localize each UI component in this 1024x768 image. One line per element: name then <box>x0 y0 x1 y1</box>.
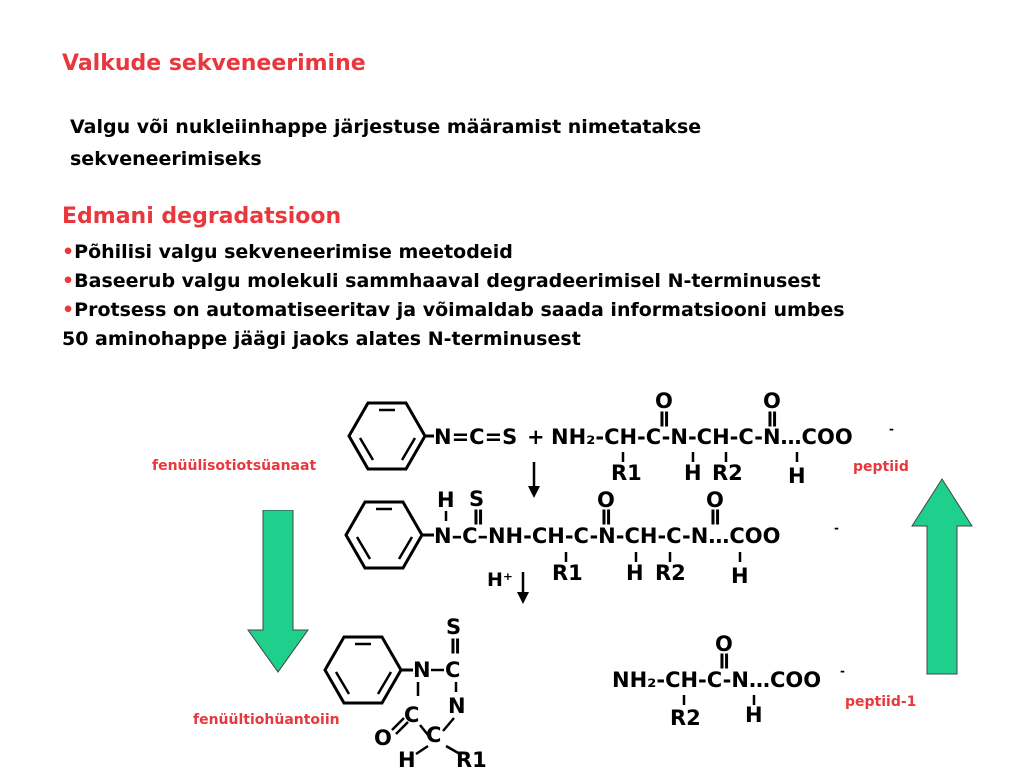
benzene-ring-1 <box>347 401 427 471</box>
charge: - <box>889 422 894 436</box>
intro-line-1: Valgu või nukleiinhappe järjestuse määra… <box>70 116 702 138</box>
pth-c-thione: C <box>445 658 460 682</box>
ptc-peptide-chain: N–C–NH-CH-C-N-CH-C-N…COO <box>434 524 780 548</box>
side-chain-r1: R1 <box>611 461 642 485</box>
side-chain-r2: R2 <box>670 706 701 730</box>
pth-double-bond-s: ǁ <box>450 635 461 654</box>
list-item: •Põhilisi valgu sekveneerimise meetodeid <box>62 241 513 263</box>
benzene-ring-2 <box>344 500 424 570</box>
label-peptide-short: peptiid-1 <box>845 694 917 710</box>
double-bond-1: ǁ <box>601 506 612 525</box>
side-chain-r1: R1 <box>552 561 583 585</box>
label-product: fenüültiohüantoiin <box>193 712 340 728</box>
amide-h-1: H <box>684 461 702 485</box>
carbonyl-o-2: O <box>706 488 724 512</box>
side-chain-r2: R2 <box>712 461 743 485</box>
arrow-down-green <box>247 510 309 673</box>
ptc-double-bond: ǁ <box>473 506 484 525</box>
pth-c-carbonyl: C <box>404 703 419 727</box>
peptide-chain: NH₂-CH-C-N-CH-C-N…COO <box>551 425 853 449</box>
list-item: •Protsess on automatiseeritav ja võimald… <box>62 299 845 321</box>
pth-r1: R1 <box>456 748 487 768</box>
plus-sign: + <box>527 425 545 449</box>
intro-text: Valgu või nukleiinhappe järjestuse määra… <box>70 111 970 175</box>
double-bond-1: ǁ <box>659 408 670 427</box>
side-chain-r2: R2 <box>655 561 686 585</box>
pth-o: O <box>374 726 392 750</box>
edman-list: •Põhilisi valgu sekveneerimise meetodeid… <box>62 238 1022 354</box>
peptide-1-chain: NH₂-CH-C-N…COO <box>612 668 821 692</box>
pth-s: S <box>446 615 461 639</box>
carbonyl-o-1: O <box>655 389 673 413</box>
label-reagent: fenüülisotiotsüanaat <box>152 458 317 474</box>
carbonyl-o-2: O <box>763 389 781 413</box>
pth-c-alpha: C <box>426 723 441 747</box>
amide-h: H <box>745 703 763 727</box>
benzene-ring-3 <box>323 635 403 705</box>
ncs-group: N=C=S <box>434 425 517 449</box>
charge: - <box>834 521 839 535</box>
list-item: •Baseerub valgu molekuli sammhaaval degr… <box>62 270 821 292</box>
amide-h-1: H <box>626 561 644 585</box>
carbonyl-o: O <box>715 632 733 656</box>
double-bond-2: ǁ <box>710 506 721 525</box>
label-peptide: peptiid <box>853 459 909 475</box>
amide-h-2: H <box>788 464 806 488</box>
pth-n2: N <box>448 694 466 718</box>
edman-heading: Edmani degradatsioon <box>62 204 342 229</box>
arrow-up-green <box>911 478 973 675</box>
edman-reaction-scheme: N=C=S + NH₂-CH-C-N-CH-C-N…COO - O ǁ O ǁ … <box>323 389 894 768</box>
amide-h-2: H <box>731 564 749 588</box>
double-bond: ǁ <box>719 650 730 669</box>
ptc-h: H <box>437 488 455 512</box>
carbonyl-o-1: O <box>597 488 615 512</box>
h-plus: H⁺ <box>487 569 513 591</box>
page-title: Valkude sekveneerimine <box>62 51 366 76</box>
intro-line-2: sekveneerimiseks <box>70 148 262 170</box>
list-item-continuation: 50 aminohappe jäägi jaoks alates N-termi… <box>62 328 581 350</box>
ptc-s: S <box>469 487 484 511</box>
charge: - <box>840 664 845 678</box>
pth-h: H <box>398 748 416 768</box>
double-bond-2: ǁ <box>767 408 778 427</box>
pth-n1: N <box>413 658 431 682</box>
